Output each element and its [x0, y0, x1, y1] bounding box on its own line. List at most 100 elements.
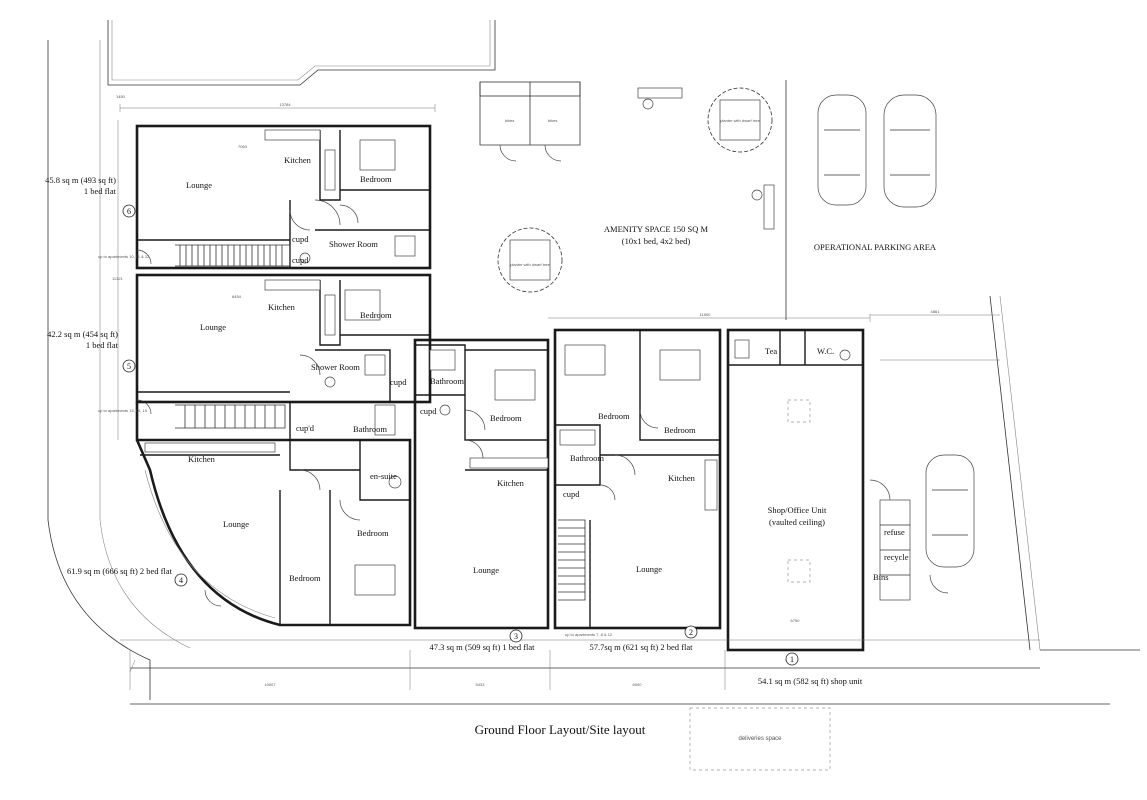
amenity-line2: (10x1 bed, 4x2 bed): [622, 236, 691, 246]
dim-bottom-right: 6000: [633, 682, 643, 687]
flat1-area: 54.1 sq m (582 sq ft) shop unit: [758, 676, 863, 686]
room-tea-1: Tea: [765, 346, 777, 356]
stairs-note-lower: up to apartments 13, 14, 15: [98, 408, 148, 413]
parking-area-label: OPERATIONAL PARKING AREA: [814, 242, 937, 252]
block-flat-3: [413, 338, 550, 630]
flat-number-markers: 6 5 4 3 2 1: [122, 204, 799, 666]
room-refuse: refuse: [884, 527, 905, 537]
dim-mid-depth: 11321: [112, 276, 124, 281]
bikes-label-2: bikes: [548, 118, 557, 123]
block-flat-2: [553, 328, 722, 630]
room-shop-line1: Shop/Office Unit: [768, 505, 827, 515]
dim-right-width: 4861: [931, 309, 941, 314]
drawing-title: Ground Floor Layout/Site layout: [475, 722, 646, 737]
room-cupd-4: cup'd: [296, 423, 315, 433]
svg-text:1: 1: [790, 655, 794, 664]
block-shop-unit-1: [726, 328, 949, 652]
flat6-type: 1 bed flat: [84, 186, 117, 196]
flat6-area: 45.8 sq m (493 sq ft): [45, 175, 116, 185]
dimension-texts: 13784 1450 7063 6454 11321 10007 5433 60…: [112, 94, 940, 687]
room-lounge-4: Lounge: [223, 519, 249, 529]
deliveries-label: deliveries space: [738, 736, 782, 742]
room-lounge-5: Lounge: [200, 322, 226, 332]
flat-marker-4: 4: [174, 573, 188, 587]
room-cupd-2: cupd: [563, 489, 580, 499]
room-shower-5: Shower Room: [311, 362, 360, 372]
stairs-lower: [175, 404, 286, 429]
dim-bottom-mid: 5433: [476, 682, 486, 687]
room-shower-6: Shower Room: [329, 239, 378, 249]
amenity-features: bikes bikes planter with dwarf tree plan…: [479, 81, 975, 568]
flat-marker-2: 2: [684, 625, 698, 639]
dim-flat5-width: 6454: [232, 294, 242, 299]
deliveries-space: deliveries space: [689, 707, 831, 771]
room-bins: Bins: [873, 572, 889, 582]
planter-tree-lower: planter with dwarf tree: [497, 227, 563, 293]
svg-text:3: 3: [514, 632, 518, 641]
room-lounge-3: Lounge: [473, 565, 499, 575]
room-shop-line2: (vaulted ceiling): [769, 517, 825, 527]
flat5-type: 1 bed flat: [86, 340, 119, 350]
amenity-line1: AMENITY SPACE 150 SQ M: [604, 224, 709, 234]
room-kitchen-4: Kitchen: [188, 454, 216, 464]
bikes-label-1: bikes: [505, 118, 514, 123]
stairs-note-centre: up to apartments 7, 8 & 12: [565, 632, 613, 637]
dim-unit-width: 11500: [700, 312, 712, 317]
planter-label-lower: planter with dwarf tree: [510, 262, 550, 267]
dim-bottom-overall: 10007: [264, 682, 276, 687]
room-lounge-6: Lounge: [186, 180, 212, 190]
room-bathroom-4: Bathroom: [353, 424, 387, 434]
room-bathroom-3: Bathroom: [430, 376, 464, 386]
svg-text:2: 2: [689, 628, 693, 637]
room-bathroom-2: Bathroom: [570, 453, 604, 463]
room-labels: Kitchen Lounge Bedroom cupd cupd Shower …: [186, 155, 909, 583]
flat2-area: 57.7sq m (621 sq ft) 2 bed flat: [590, 642, 694, 652]
dim-flat6-width: 7063: [238, 144, 248, 149]
room-bedroom-2a: Bedroom: [598, 411, 630, 421]
dim-top-overall: 13784: [279, 102, 291, 107]
bench-upper: [637, 87, 683, 110]
flat4-area: 61.9 sq m (666 sq ft) 2 bed flat: [67, 566, 173, 576]
flat-marker-1: 1: [785, 652, 799, 666]
svg-text:5: 5: [127, 362, 131, 371]
dim-shop-width: 6750: [791, 618, 801, 623]
room-bedroom-3: Bedroom: [490, 413, 522, 423]
flat-areas: 45.8 sq m (493 sq ft) 1 bed flat 42.2 sq…: [45, 175, 863, 686]
planter-label-upper: planter with dwarf tree: [720, 118, 760, 123]
room-bedroom-2b: Bedroom: [664, 425, 696, 435]
dim-left-depth: 1450: [116, 94, 126, 99]
room-recycle: recycle: [884, 552, 909, 562]
flat-marker-6: 6: [122, 204, 136, 218]
room-bedroom-5: Bedroom: [360, 310, 392, 320]
block-flat-4: [135, 401, 412, 627]
room-cupd-6a: cupd: [292, 234, 309, 244]
stairs-upper: [175, 244, 291, 267]
room-kitchen-2: Kitchen: [668, 473, 696, 483]
flat-marker-3: 3: [509, 629, 523, 643]
flat5-area: 42.2 sq m (454 sq ft): [47, 329, 118, 339]
room-cupd-3: cupd: [420, 406, 437, 416]
stairs-centre: [558, 519, 586, 601]
dimension-lines: [117, 104, 1040, 690]
svg-text:6: 6: [127, 207, 131, 216]
room-wc-1: W.C.: [817, 346, 834, 356]
parked-car-3: [925, 454, 975, 568]
room-lounge-2: Lounge: [636, 564, 662, 574]
planter-tree-upper: planter with dwarf tree: [707, 87, 773, 153]
block-flats-5-6: [135, 124, 432, 415]
parked-car-1: [817, 94, 867, 206]
room-kitchen-6: Kitchen: [284, 155, 312, 165]
room-kitchen-5: Kitchen: [268, 302, 296, 312]
stairs-note-upper: up to apartments 10, 11 & 12: [98, 254, 150, 259]
room-cupd-6b: cupd: [292, 255, 309, 265]
svg-text:4: 4: [179, 576, 183, 585]
site-labels: AMENITY SPACE 150 SQ M (10x1 bed, 4x2 be…: [604, 224, 937, 252]
room-bedroom-4b: Bedroom: [289, 573, 321, 583]
room-bedroom-4a: Bedroom: [357, 528, 389, 538]
room-kitchen-3: Kitchen: [497, 478, 525, 488]
flat-marker-5: 5: [122, 359, 136, 373]
room-cupd-5: cupd: [390, 377, 407, 387]
bench-side: [751, 184, 775, 230]
flat3-area: 47.3 sq m (509 sq ft) 1 bed flat: [429, 642, 535, 652]
